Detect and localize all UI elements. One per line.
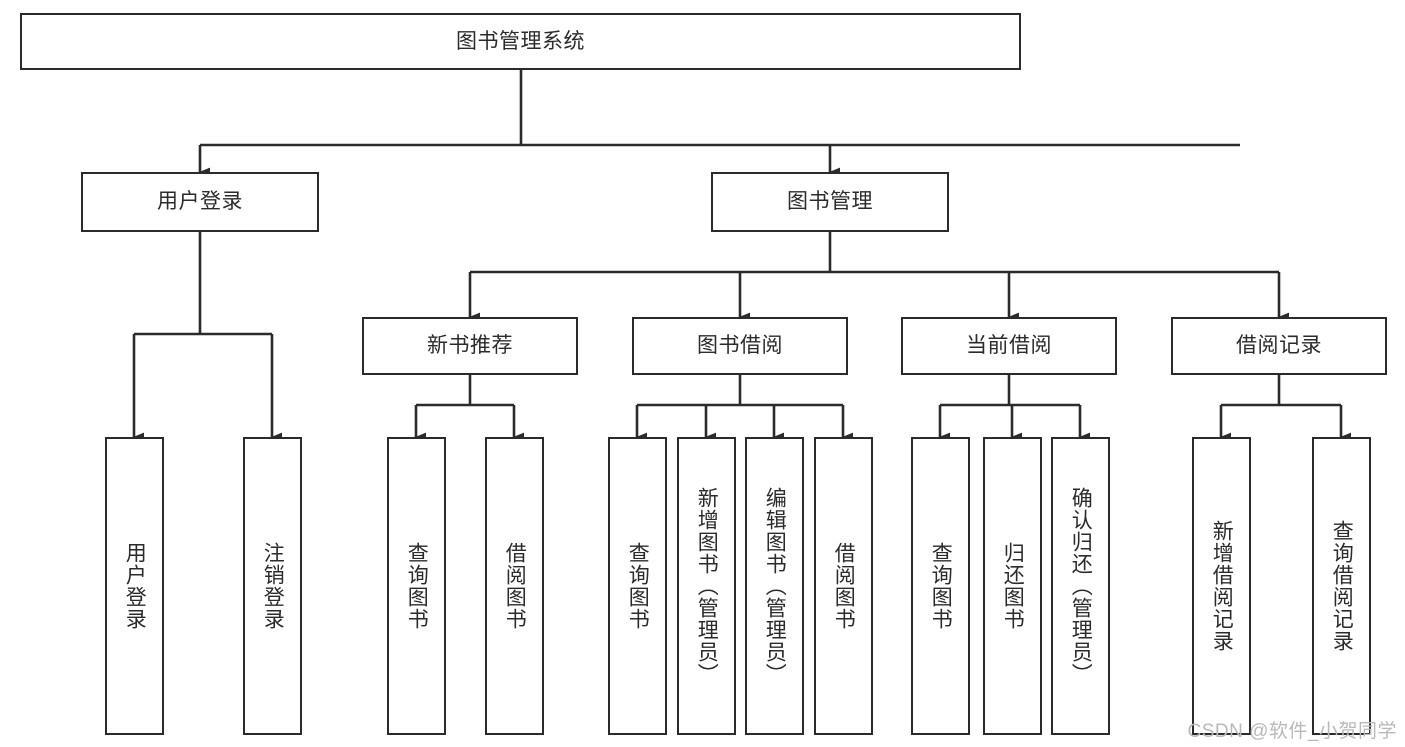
leaf-return-book-label: 归还图书 bbox=[1001, 542, 1025, 630]
node-user-login-label: 用户登录 bbox=[157, 190, 243, 214]
leaf-borrow-book-newbook-label: 借阅图书 bbox=[503, 542, 527, 630]
leaf-query-book-borrow-label: 查询图书 bbox=[626, 542, 650, 630]
leaf-query-book-newbook[interactable]: 查询图书 bbox=[387, 437, 446, 735]
leaf-add-borrow-record[interactable]: 新增借阅记录 bbox=[1192, 437, 1251, 735]
leaf-query-book-newbook-label: 查询图书 bbox=[405, 542, 429, 630]
node-borrow-record-label: 借阅记录 bbox=[1236, 334, 1322, 358]
node-borrow-record[interactable]: 借阅记录 bbox=[1171, 317, 1387, 375]
leaf-return-book[interactable]: 归还图书 bbox=[983, 437, 1042, 735]
leaf-user-login[interactable]: 用户登录 bbox=[105, 437, 164, 735]
leaf-borrow-book-borrow-label: 借阅图书 bbox=[832, 542, 856, 630]
connector-bookborrow-to-leaves bbox=[635, 375, 854, 442]
connector-newbook-to-leaves bbox=[414, 375, 525, 442]
node-new-book-recommend[interactable]: 新书推荐 bbox=[362, 317, 578, 375]
node-root-label: 图书管理系统 bbox=[456, 29, 585, 53]
leaf-query-book-borrow[interactable]: 查询图书 bbox=[608, 437, 667, 735]
leaf-borrow-book-borrow[interactable]: 借阅图书 bbox=[814, 437, 873, 735]
leaf-add-book-admin-label: 新增图书（管理员） bbox=[695, 487, 719, 685]
node-root[interactable]: 图书管理系统 bbox=[20, 13, 1021, 70]
connector-userlogin-to-leaves bbox=[132, 232, 283, 442]
leaf-user-logout-label: 注销登录 bbox=[261, 542, 285, 630]
leaf-query-book-current-label: 查询图书 bbox=[929, 542, 953, 630]
leaf-user-logout[interactable]: 注销登录 bbox=[243, 437, 302, 735]
node-book-borrow-label: 图书借阅 bbox=[697, 334, 783, 358]
leaf-borrow-book-newbook[interactable]: 借阅图书 bbox=[485, 437, 544, 735]
leaf-user-login-label: 用户登录 bbox=[123, 542, 147, 630]
leaf-edit-book-admin[interactable]: 编辑图书（管理员） bbox=[745, 437, 804, 735]
node-book-management[interactable]: 图书管理 bbox=[711, 172, 949, 232]
node-new-book-recommend-label: 新书推荐 bbox=[427, 334, 513, 358]
leaf-query-book-current[interactable]: 查询图书 bbox=[911, 437, 970, 735]
connector-currentborrow-to-leaves bbox=[938, 375, 1091, 442]
node-book-management-label: 图书管理 bbox=[787, 190, 873, 214]
leaf-query-borrow-record[interactable]: 查询借阅记录 bbox=[1312, 437, 1371, 735]
connector-borrowrecord-to-leaves bbox=[1219, 375, 1352, 442]
leaf-add-borrow-record-label: 新增借阅记录 bbox=[1210, 520, 1234, 652]
leaf-confirm-return-admin-label: 确认归还（管理员） bbox=[1069, 487, 1093, 685]
node-current-borrow[interactable]: 当前借阅 bbox=[901, 317, 1117, 375]
connector-root-to-level2 bbox=[198, 70, 1240, 177]
node-current-borrow-label: 当前借阅 bbox=[966, 334, 1052, 358]
connector-bookmgmt-to-level3 bbox=[468, 232, 1290, 322]
leaf-add-book-admin[interactable]: 新增图书（管理员） bbox=[677, 437, 736, 735]
leaf-edit-book-admin-label: 编辑图书（管理员） bbox=[763, 487, 787, 685]
node-book-borrow[interactable]: 图书借阅 bbox=[632, 317, 848, 375]
node-user-login[interactable]: 用户登录 bbox=[81, 172, 319, 232]
leaf-confirm-return-admin[interactable]: 确认归还（管理员） bbox=[1051, 437, 1110, 735]
leaf-query-borrow-record-label: 查询借阅记录 bbox=[1330, 520, 1354, 652]
